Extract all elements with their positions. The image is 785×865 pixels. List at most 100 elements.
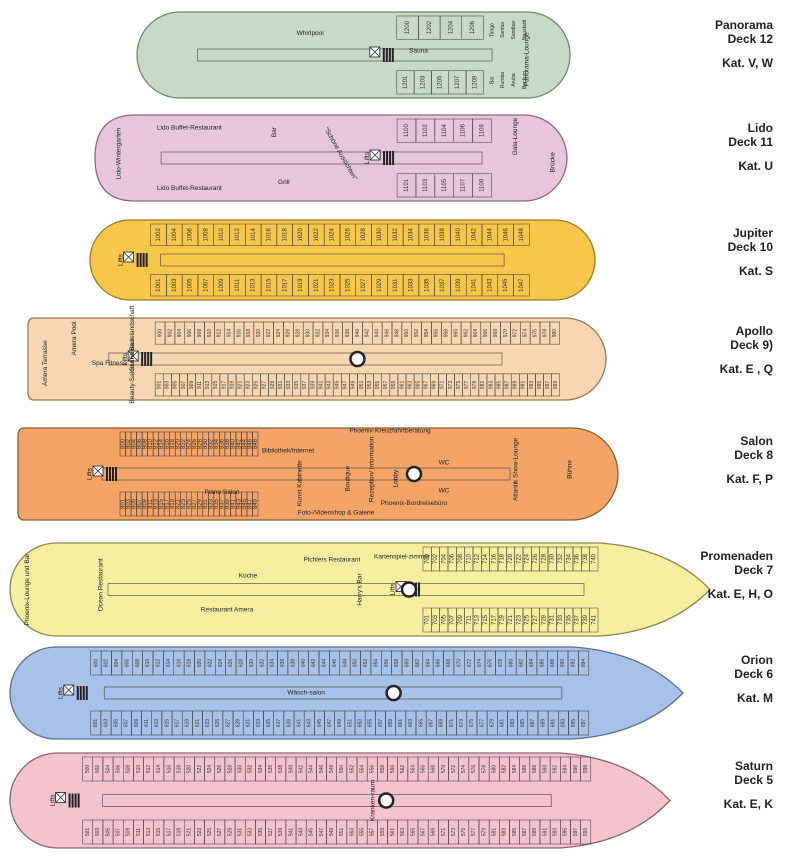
cabin-number: 812	[153, 438, 159, 449]
deck-name: Apollo	[735, 324, 773, 338]
cabin-number: 519	[176, 828, 182, 837]
cabin-number: 741	[591, 614, 597, 625]
cabin-number: 623	[205, 719, 211, 728]
cabin-number: 521	[187, 828, 193, 837]
cabin-number: 516	[166, 765, 172, 774]
cabin-number: 972	[513, 329, 519, 338]
cabin-number: 948	[394, 329, 400, 338]
cabin-number: 974	[523, 329, 529, 338]
room-pichlers: Pichlers Restaurant	[304, 556, 361, 563]
cabin-number: 1036	[424, 227, 430, 241]
room-lido-buffet-top: Lido Buffet-Restaurant	[157, 125, 222, 132]
cabin-number: 574	[461, 765, 467, 774]
cabin-number: 680	[508, 659, 514, 668]
cabin-number: 566	[420, 765, 426, 774]
cabin-number: 916	[236, 329, 242, 338]
deck-category: Kat. U	[738, 159, 773, 173]
cabin-number: 647	[327, 719, 333, 728]
cabin-number: 708	[458, 553, 464, 564]
cabin-number: 511	[136, 828, 142, 836]
cabin-number: 709	[458, 614, 464, 625]
cabin-number: 808	[142, 438, 148, 449]
cabin-name: Samba	[500, 22, 506, 38]
cabin-number: 1200	[405, 20, 411, 34]
cabin-number: 847	[247, 498, 253, 509]
cabin-number: 523	[197, 828, 203, 837]
cabin-number: 1006	[188, 227, 194, 241]
cabin-number: 671	[449, 719, 455, 728]
cabin-number: 624	[218, 659, 224, 668]
cabin-number: 968	[493, 329, 499, 338]
cabin-number: 1108	[480, 123, 486, 137]
cabin-number: 801	[120, 498, 126, 509]
cabin-number: 1018	[282, 227, 288, 241]
cabin-number: 584	[512, 765, 518, 774]
cabin-number: 602	[104, 659, 110, 668]
cabin-number: 905	[173, 381, 179, 390]
cabin-number: 556	[370, 765, 376, 774]
cabin-number: 703	[433, 614, 439, 625]
cabin-number: 524	[207, 765, 213, 774]
cabin-number: 920	[256, 329, 262, 338]
cabin-number: 613	[154, 719, 160, 728]
cabin-number: 955	[375, 381, 381, 390]
lift-icon	[123, 251, 134, 263]
corridor	[107, 583, 585, 596]
cabin-number: 983	[488, 381, 494, 390]
cabin-number: 578	[481, 765, 487, 774]
deck-number: Deck 5	[734, 773, 773, 787]
deck-hull	[9, 646, 684, 740]
cabin-number: 579	[481, 828, 487, 837]
cabin-number: 533	[248, 828, 254, 837]
cabin-number: 682	[519, 659, 525, 668]
life-ring-icon	[377, 792, 395, 809]
cabin-number: 932	[315, 329, 321, 338]
cabin-number: 1004	[172, 227, 178, 241]
room-lifts: Lifts	[390, 583, 397, 596]
room-foto: Foto-/Videoshop & Galerie	[298, 509, 375, 516]
cabin-number: 620	[197, 659, 203, 668]
cabin-number: 593	[553, 828, 559, 837]
cabin-number: 1205	[438, 75, 444, 89]
room-phoenix-lounge: Phoenix-Lounge und Bar	[24, 553, 31, 626]
room-rezeption: Rezeption/ Information	[369, 436, 376, 502]
cabin-number: 739	[583, 614, 589, 625]
lift-icon	[127, 350, 139, 362]
cabin-number: 995	[537, 381, 543, 390]
cabin-number: 576	[471, 765, 477, 774]
cabin-number: 617	[174, 719, 180, 728]
cabin: 1109	[472, 173, 492, 198]
cabin: 849	[252, 491, 259, 517]
cabin-number: 621	[195, 719, 201, 728]
cabin-number: 732	[558, 553, 564, 564]
cabin-number: 707	[450, 614, 456, 625]
room-atlantik-lounge: Atlantik Show-Lounge	[513, 437, 520, 501]
cabin-number: 509	[126, 828, 132, 837]
cabin-number: 1032	[393, 227, 399, 241]
cabin-number: 712	[475, 553, 481, 564]
cabin-number: 673	[459, 719, 465, 728]
room-amera-terrasse: Amera Terrasse	[42, 340, 49, 386]
cabin-number: 938	[345, 329, 351, 338]
cabin-number: 733	[558, 614, 564, 625]
cabin-number: 615	[164, 719, 170, 728]
cabin-number: 573	[451, 828, 457, 837]
cabin-number: 565	[410, 828, 416, 837]
cabin-number: 807	[137, 498, 143, 509]
cabin-number: 638	[290, 659, 296, 668]
cabin-number: 691	[551, 719, 557, 728]
cabin-number: 591	[542, 828, 548, 837]
cabin-number: 841	[231, 498, 237, 509]
cabin-number: 558	[380, 765, 386, 774]
cabin-number: 723	[516, 614, 522, 625]
cabin-number: 928	[296, 329, 302, 338]
cabin-number: 1014	[251, 227, 257, 241]
cabin-number: 655	[368, 719, 374, 728]
room-lobby: Lobby	[393, 469, 400, 487]
